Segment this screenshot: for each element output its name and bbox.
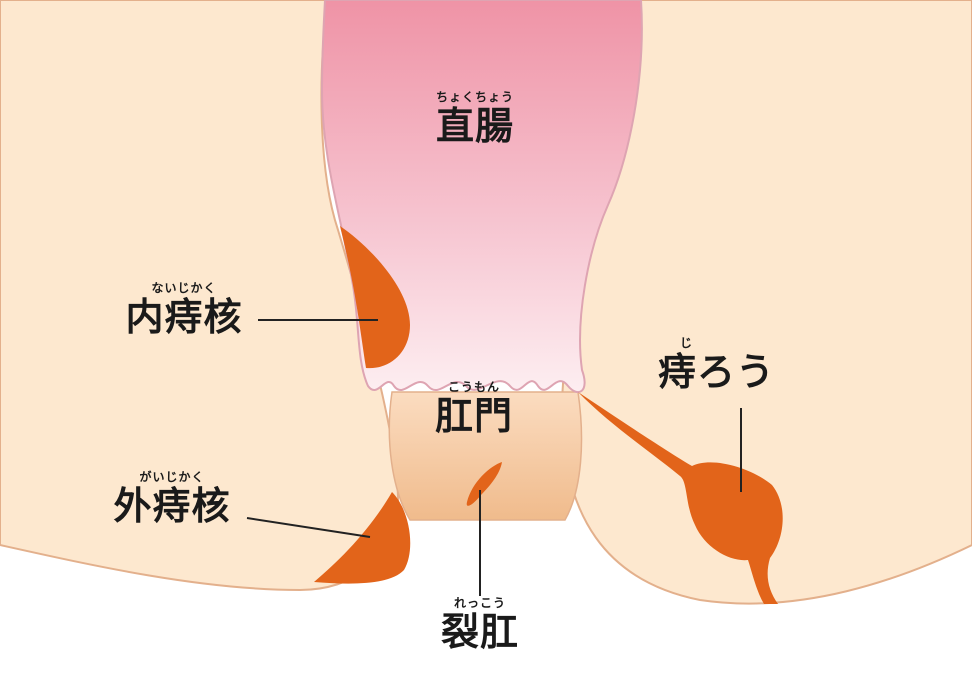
fissure-text: 裂肛	[440, 610, 519, 654]
internal-hemorrhoid-text: 内痔核	[125, 295, 243, 339]
fistula-text: 痔ろう	[658, 350, 776, 394]
anal-fissure-shape	[466, 462, 502, 506]
anus-text: 肛門	[434, 394, 513, 438]
internal-hemorrhoid-ruby: ないじかく	[151, 281, 217, 295]
internal-hemorrhoid-label: ないじかく 内痔核	[104, 281, 264, 339]
external-hemorrhoid-label: がいじかく 外痔核	[92, 470, 252, 528]
anal-fistula-shape	[578, 392, 783, 604]
internal-hemorrhoid-shape	[340, 226, 410, 369]
rectum-text: 直腸	[435, 104, 514, 148]
rectum-ruby: ちょくちょう	[435, 90, 514, 104]
fissure-ruby: れっこう	[453, 596, 506, 610]
external-hemorrhoid-text: 外痔核	[113, 484, 231, 528]
anus-ruby: こうもん	[447, 380, 500, 394]
fistula-label: じ 痔ろう	[658, 336, 822, 394]
anal-canal	[388, 391, 583, 521]
external-hemorrhoid-ruby: がいじかく	[139, 470, 205, 484]
fistula-ruby: じ	[680, 336, 694, 350]
external-hemorrhoid-shape	[314, 492, 411, 584]
fissure-label: れっこう 裂肛	[420, 596, 540, 654]
anus-label: こうもん 肛門	[418, 380, 530, 438]
external-hemorrhoid-leader	[246, 517, 371, 538]
rectum-label: ちょくちょう 直腸	[412, 90, 538, 148]
